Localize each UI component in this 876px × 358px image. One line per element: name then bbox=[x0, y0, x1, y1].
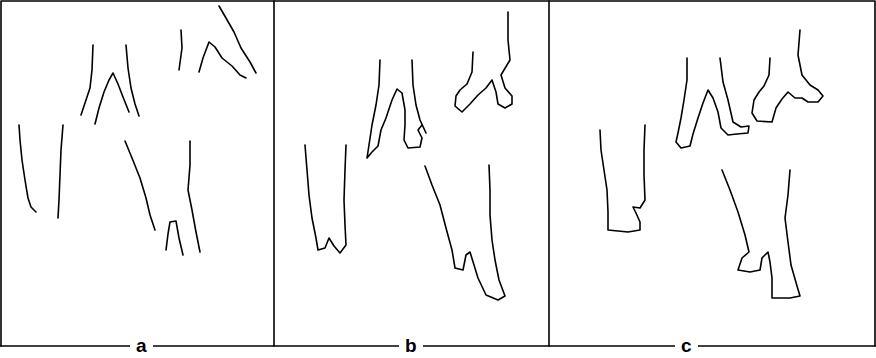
panel-label: b bbox=[399, 336, 423, 356]
panel-label: c bbox=[675, 336, 698, 356]
panel-divider bbox=[273, 1, 275, 346]
panel-frame bbox=[1, 1, 875, 346]
panel-divider bbox=[548, 1, 550, 346]
contour-fragments bbox=[19, 6, 256, 255]
contour-partial bbox=[305, 12, 512, 300]
contour-closed bbox=[600, 30, 823, 298]
panel-label: a bbox=[130, 336, 153, 356]
